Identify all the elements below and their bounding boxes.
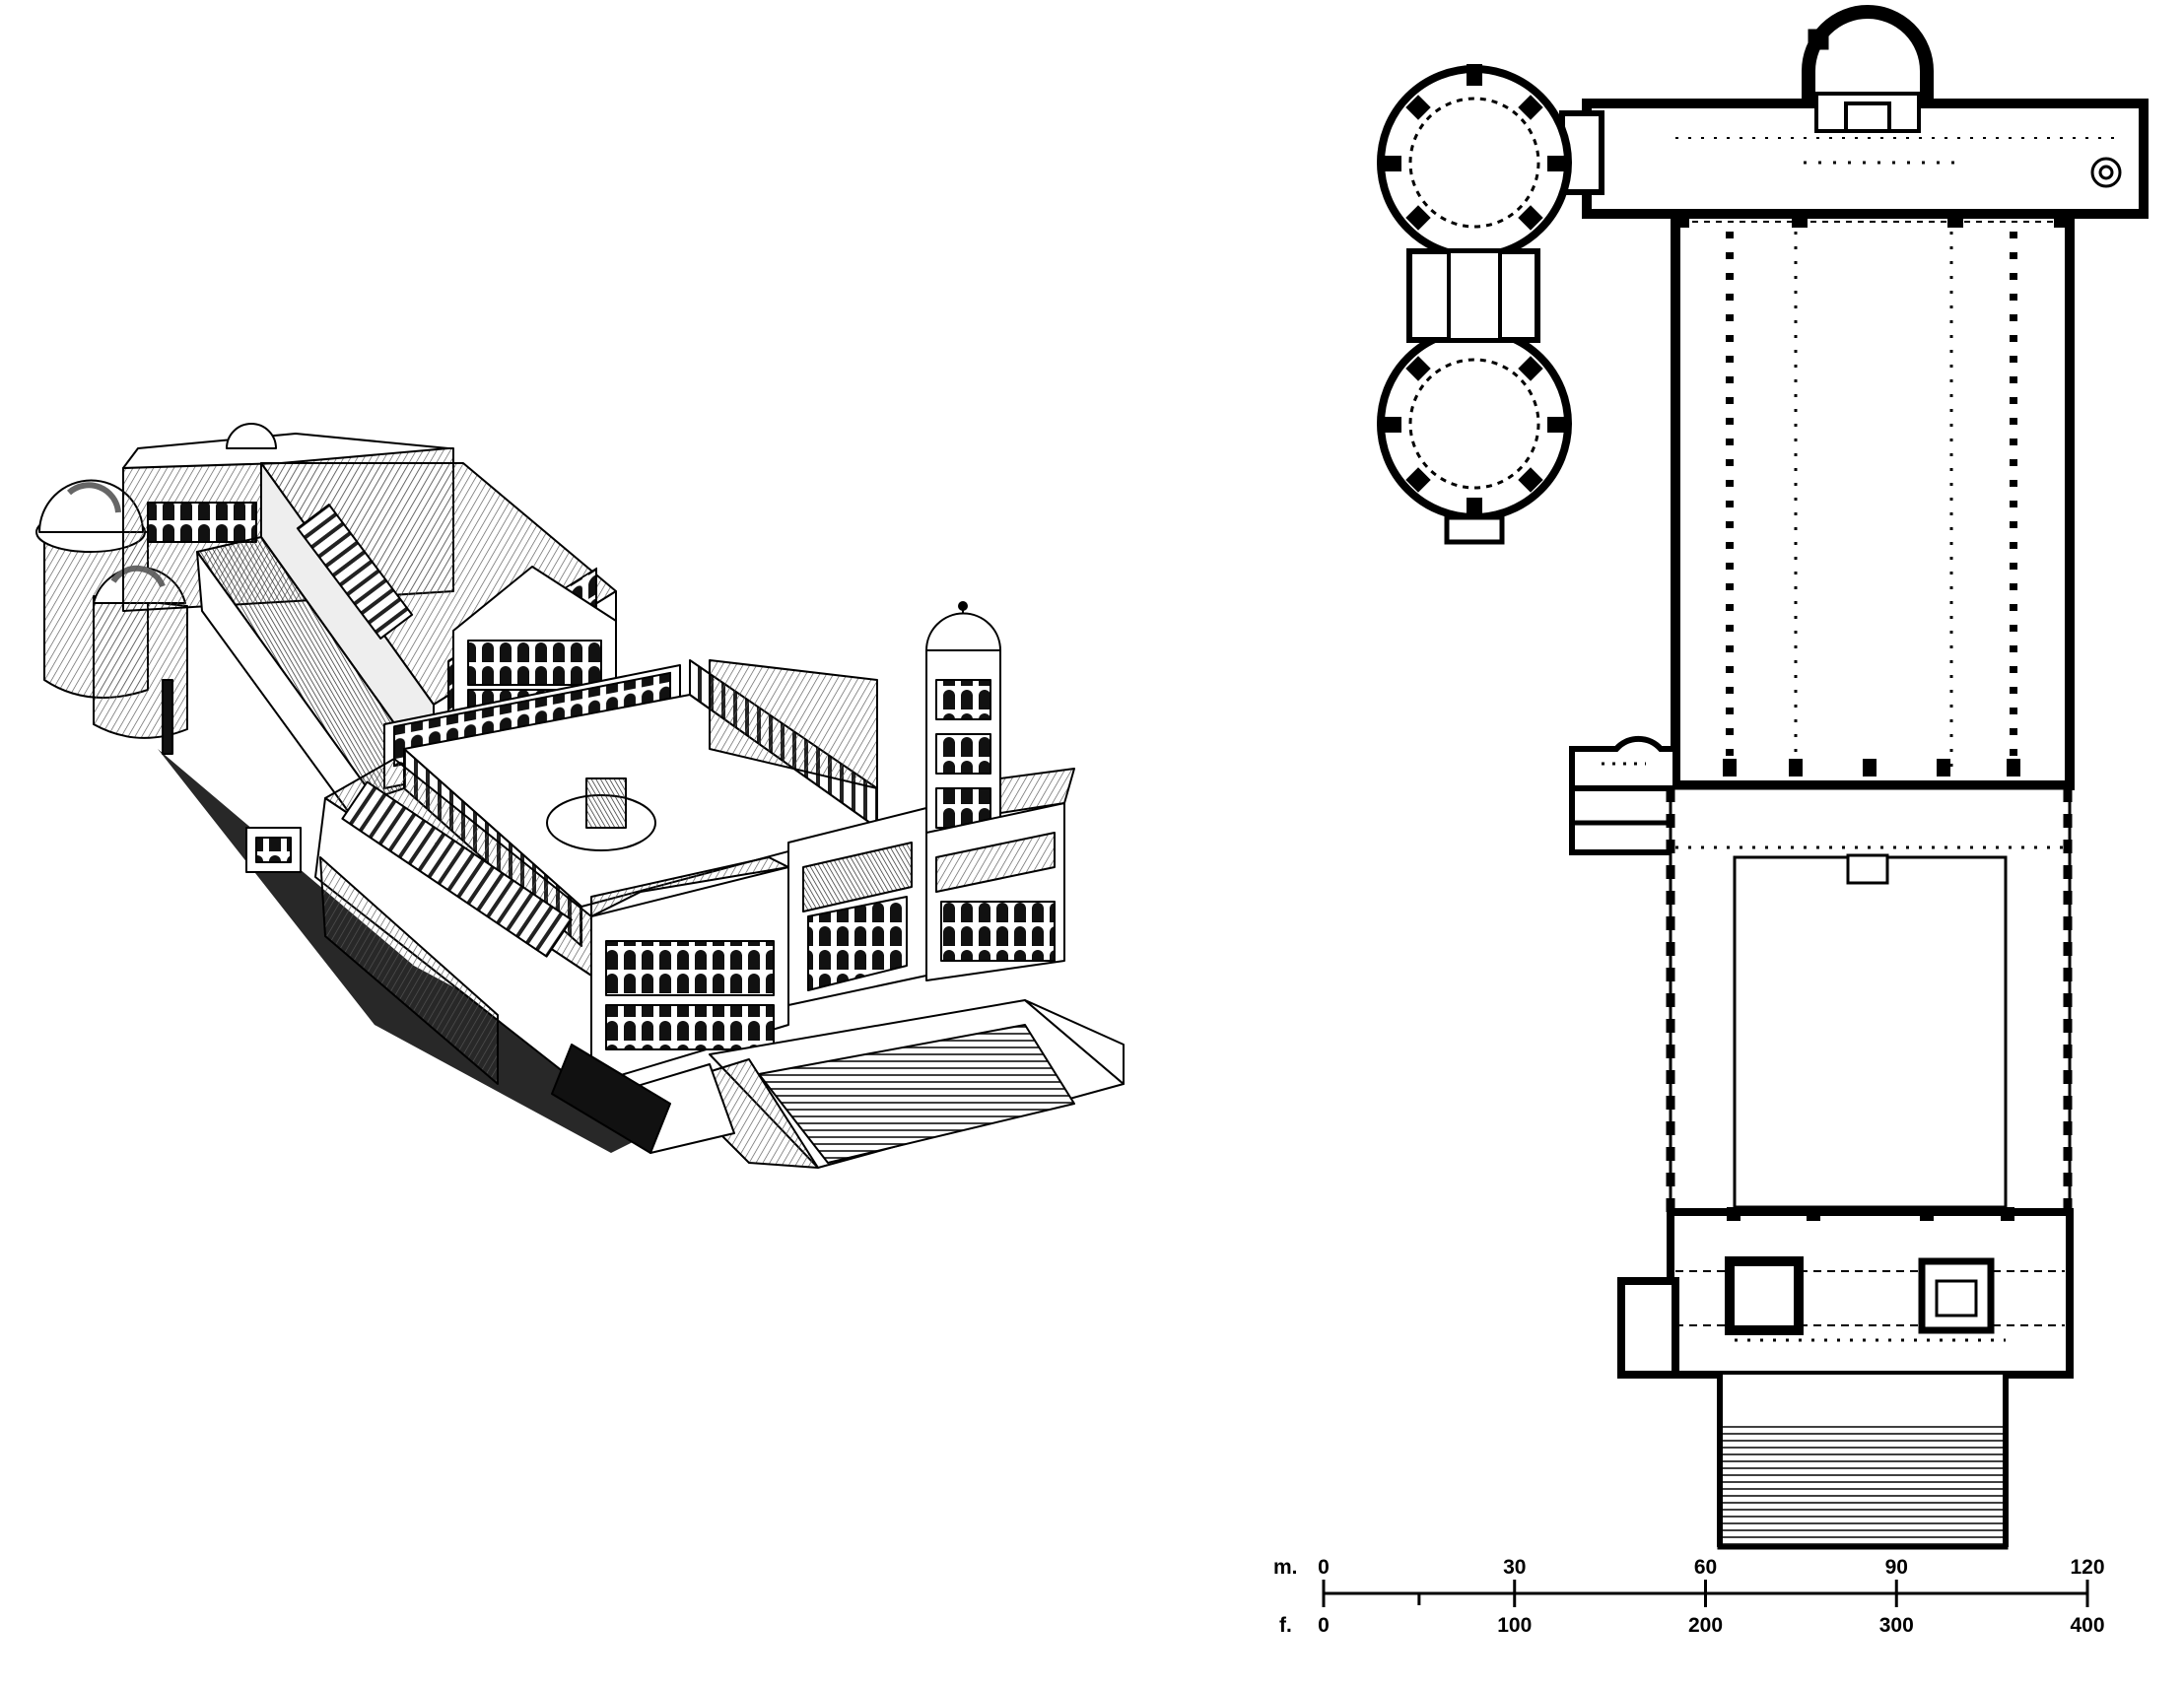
plan-apse (1802, 5, 1934, 133)
scale-feet-label-3: 300 (1879, 1614, 1914, 1637)
plan-atrium (1666, 786, 2073, 1224)
portico-wing (314, 758, 592, 1095)
scale-feet-label-4: 400 (2070, 1614, 2104, 1637)
scale-feet-label-0: 0 (1318, 1614, 1330, 1637)
bell-tower (925, 601, 1001, 853)
plan-side-chapel (1569, 735, 1678, 855)
scale-feet-unit: f. (1279, 1614, 1292, 1637)
side-chapel (245, 827, 302, 873)
scale-feet-ticks: 0 100 200 300 400 (1318, 1593, 2105, 1637)
scale-meter-label-1: 30 (1503, 1556, 1526, 1579)
plan-nave (1671, 209, 2075, 790)
scale-meter-ticks: 0 30 60 90 120 (1318, 1556, 2105, 1593)
scale-bar: m. 0 30 60 90 120 f. 0 100 200 300 400 (1273, 1556, 2105, 1637)
scale-meters-unit: m. (1273, 1556, 1298, 1579)
scale-feet-label-2: 200 (1688, 1614, 1723, 1637)
scale-meter-label-3: 90 (1885, 1556, 1908, 1579)
front-stairway (551, 999, 1125, 1169)
scale-feet-label-1: 100 (1497, 1614, 1532, 1637)
scale-meter-label-0: 0 (1318, 1556, 1330, 1579)
plan-stairway (1717, 1372, 2009, 1550)
entrance-gatehouses (590, 768, 1075, 1085)
basilica-perspective-drawing (35, 423, 1125, 1169)
plan-rotundas (1377, 64, 1572, 545)
scale-meter-label-2: 60 (1694, 1556, 1717, 1579)
basilica-ground-plan (1377, 5, 2149, 1550)
plan-gatehouse (1617, 1207, 2074, 1379)
scale-meter-label-4: 120 (2070, 1556, 2104, 1579)
